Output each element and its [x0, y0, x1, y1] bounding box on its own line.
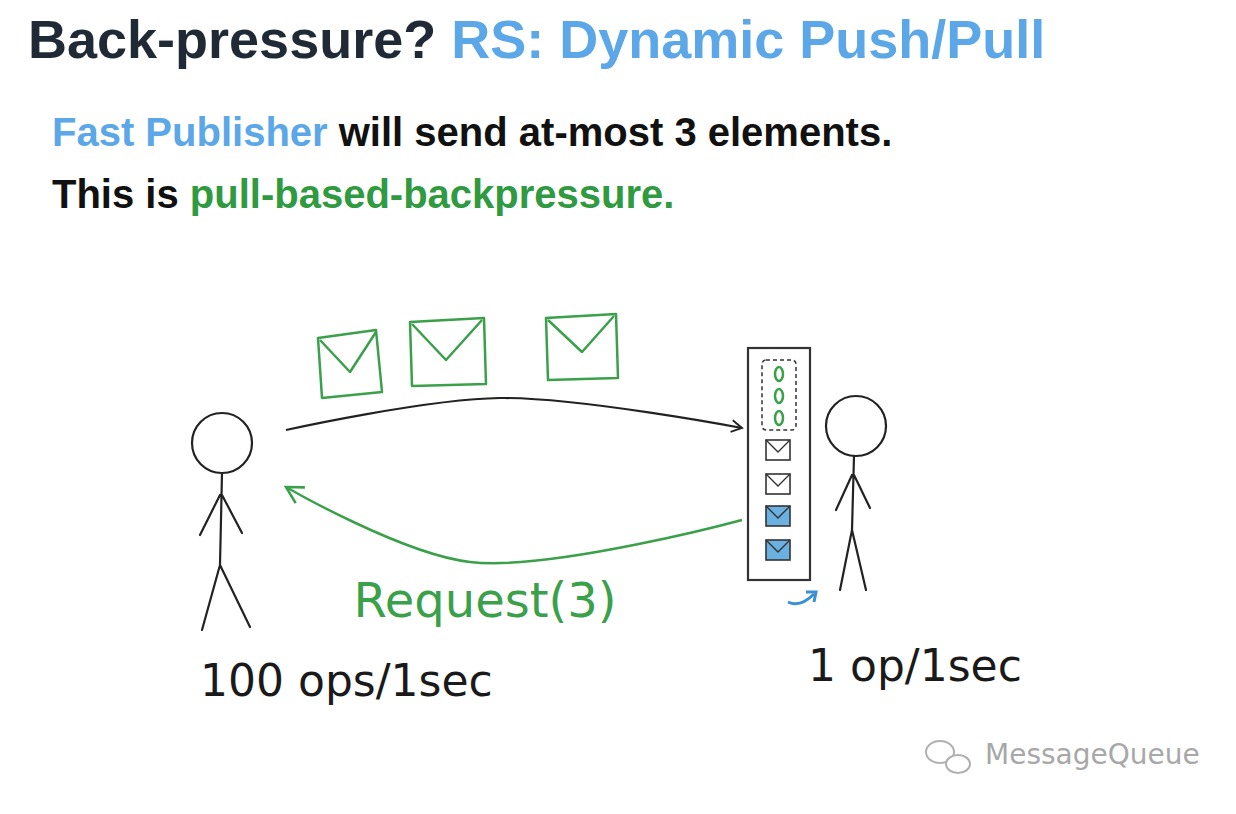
- text-run: at-most: [519, 110, 675, 154]
- text-run: MessageQueue: [985, 738, 1200, 771]
- consume-arrowhead: [806, 592, 816, 602]
- edge-label: Request(3): [350, 572, 621, 628]
- slide-title: Back-pressure? RS: Dynamic Push/Pull: [28, 8, 1045, 70]
- text-run: Publisher: [145, 110, 338, 154]
- text-run: 3: [674, 110, 707, 154]
- in-flight-envelopes: [318, 314, 618, 398]
- buffer-queue: [748, 348, 810, 580]
- text-run: pull-based-backpressure.: [190, 172, 675, 216]
- push-arrow: [286, 398, 742, 430]
- watermark: MessageQueue: [985, 738, 1200, 771]
- text-run: This: [52, 172, 145, 216]
- statement-line: Fast Publisher will send at-most 3 eleme…: [52, 110, 892, 155]
- rate-label: 1 op/1sec: [808, 640, 1022, 691]
- text-run: is: [145, 172, 189, 216]
- text-run: Push/Pull: [799, 9, 1045, 69]
- figure-drawing: [180, 405, 280, 645]
- rate-label: 100 ops/1sec: [200, 655, 493, 706]
- statement-line: This is pull-based-backpressure.: [52, 172, 674, 217]
- publisher-figure: 100 ops/1sec: [180, 405, 499, 712]
- text-run: elements.: [708, 110, 893, 154]
- text-run: Fast: [52, 110, 145, 154]
- text-run: RS:: [451, 9, 559, 69]
- text-run: Back-pressure?: [28, 9, 451, 69]
- request-arrow: [286, 487, 742, 563]
- text-run: send: [414, 110, 518, 154]
- stick-figure: [826, 396, 886, 590]
- figure-anchor: [180, 405, 280, 645]
- text-run: will: [339, 110, 415, 154]
- stick-figure: [192, 413, 252, 630]
- subscriber-figure: 1 op/1sec: [740, 340, 1028, 697]
- consume-arrow: [788, 594, 814, 604]
- figure-drawing: [740, 340, 900, 615]
- watermark-icon: [926, 741, 970, 773]
- text-run: Dynamic: [559, 9, 799, 69]
